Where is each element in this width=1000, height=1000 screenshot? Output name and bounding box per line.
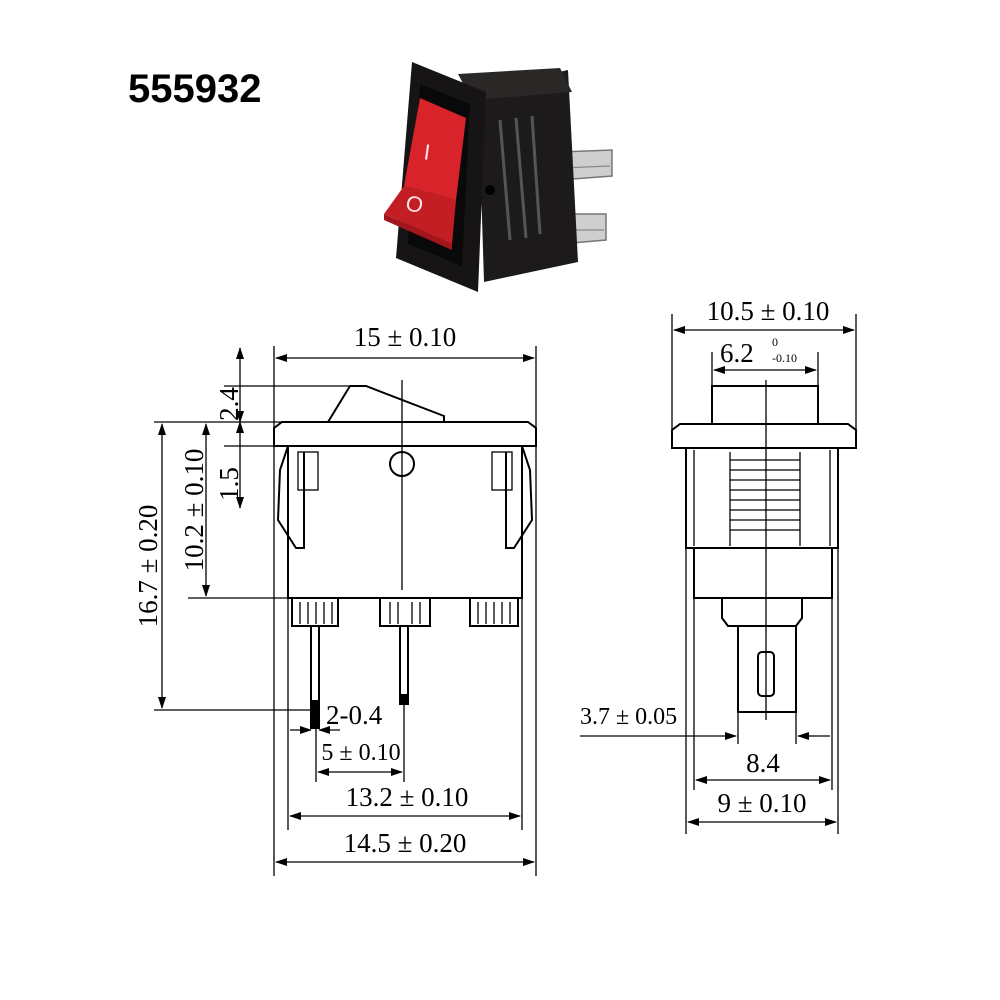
rocker-on-mark: I [422, 139, 432, 165]
front-terminal-base-left [291, 597, 339, 627]
dim-rocker-width: 6.2 [720, 338, 754, 368]
housing-top-clip [458, 68, 572, 100]
side-rocker [711, 385, 819, 425]
side-body-lower [693, 547, 833, 599]
side-terminal-base [721, 597, 803, 627]
dim-side-body-width: 9 ± 0.10 [717, 788, 806, 818]
dim-pin-thickness: 2-0.4 [326, 700, 383, 730]
front-terminal-ribs [299, 602, 511, 624]
dim-body-width: 13.2 ± 0.10 [346, 782, 469, 812]
housing-side [478, 70, 578, 282]
dim-body-height: 10.2 ± 0.10 [179, 449, 209, 572]
part-number: 555932 [128, 67, 261, 111]
marking-line-2 [514, 117, 528, 239]
dim-rocker-tol-upper: 0 [772, 335, 778, 349]
rocker-lower [384, 186, 456, 244]
housing-markings [498, 115, 542, 241]
dim-overall-width: 14.5 ± 0.20 [344, 828, 467, 858]
switch-photo: I O [384, 62, 613, 292]
front-pin-mid [399, 625, 409, 705]
dim-total-height: 16.7 ± 0.20 [133, 505, 163, 628]
front-terminal-base-mid [379, 597, 431, 627]
rocker-off-mark: O [403, 190, 426, 218]
marking-line-3 [530, 115, 542, 235]
dim-rocker-tol-lower: -0.10 [772, 351, 797, 365]
dim-rocker-height: 2.4 [214, 387, 244, 421]
dim-terminal-width: 3.7 ± 0.05 [580, 704, 677, 730]
side-ribs [730, 459, 800, 531]
front-clip-left [276, 445, 305, 549]
front-clip-right [505, 445, 534, 549]
dim-flange-height: 1.5 [214, 467, 244, 501]
front-pin-mid-tip [400, 694, 408, 704]
side-body-upper [685, 447, 839, 549]
side-view: 10.5 ± 0.10 6.2 0 -0.10 3.7 ± 0.05 8.4 9… [580, 296, 857, 834]
rocker-upper [404, 98, 466, 200]
front-flange [273, 421, 537, 447]
dim-side-body-lower: 8.4 [746, 748, 780, 778]
front-clip-slot-left [297, 451, 319, 491]
front-clip-slot-right [491, 451, 513, 491]
front-pin-left-tip [311, 700, 319, 728]
front-view: 15 ± 0.10 2.4 1.5 10.2 ± 0.10 16.7 ± 0.2… [133, 322, 537, 876]
front-body [287, 445, 523, 599]
side-flange [671, 423, 857, 449]
marking-line-1 [498, 119, 512, 241]
side-terminal [737, 625, 797, 713]
dim-side-width-top: 10.5 ± 0.10 [707, 296, 830, 326]
housing-notch [485, 185, 495, 195]
dim-pin-pitch: 5 ± 0.10 [321, 740, 400, 766]
front-rocker-profile [327, 385, 445, 423]
rocker-edge [384, 214, 452, 250]
dim-width-top: 15 ± 0.10 [354, 322, 457, 352]
